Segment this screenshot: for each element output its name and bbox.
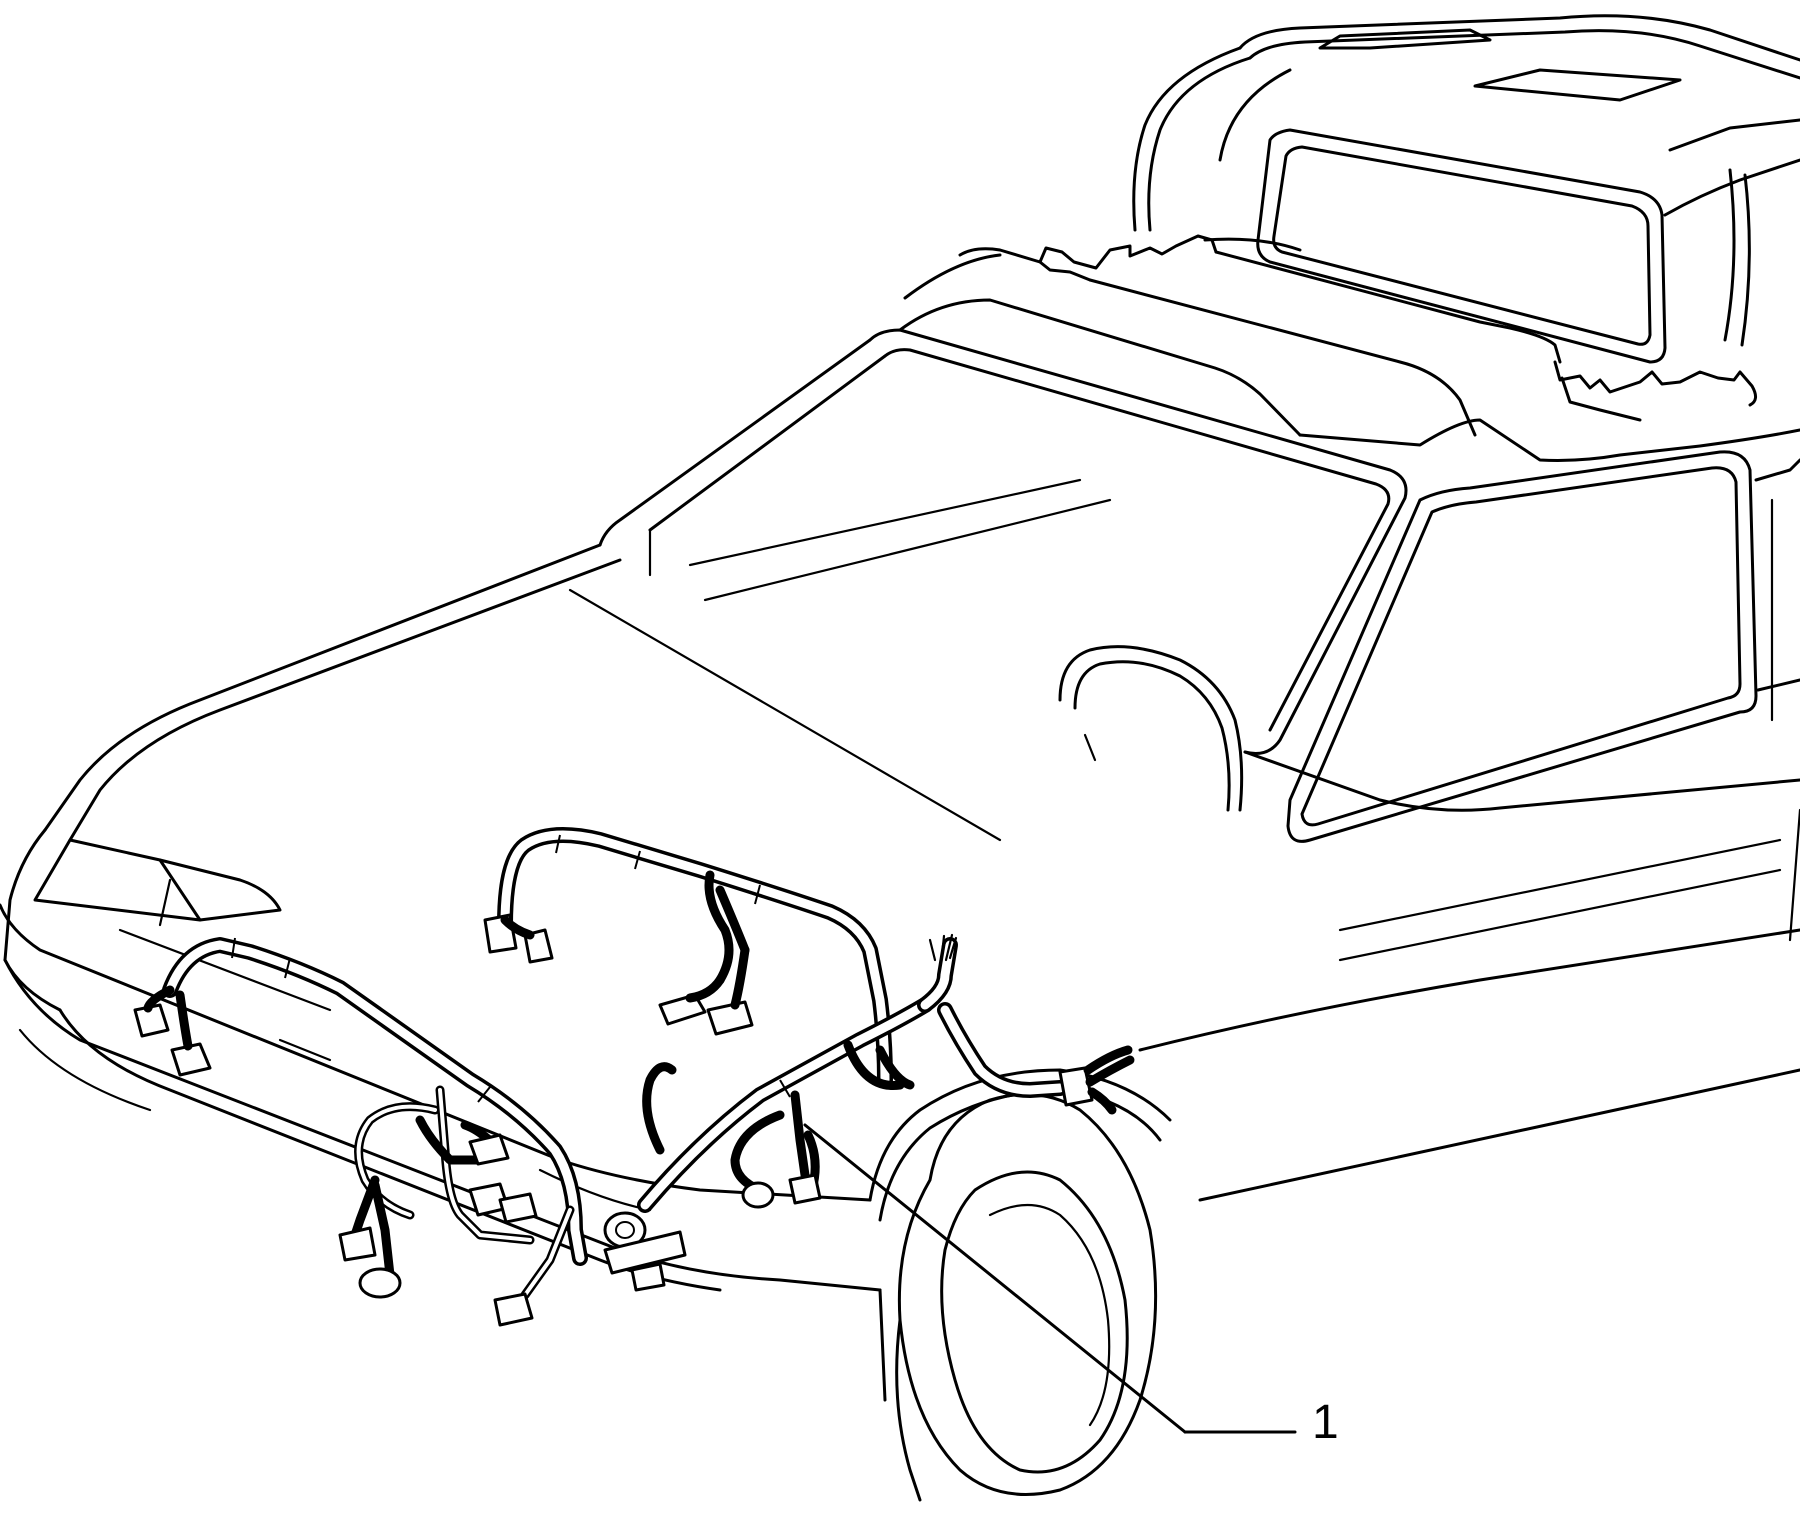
car-body: [0, 14, 1800, 1502]
callout-label: 1: [1312, 1396, 1339, 1449]
callout-leader-line: [803, 1123, 1187, 1434]
wiring-harness: [133, 827, 1135, 1327]
callout-1: 1: [803, 1123, 1339, 1449]
